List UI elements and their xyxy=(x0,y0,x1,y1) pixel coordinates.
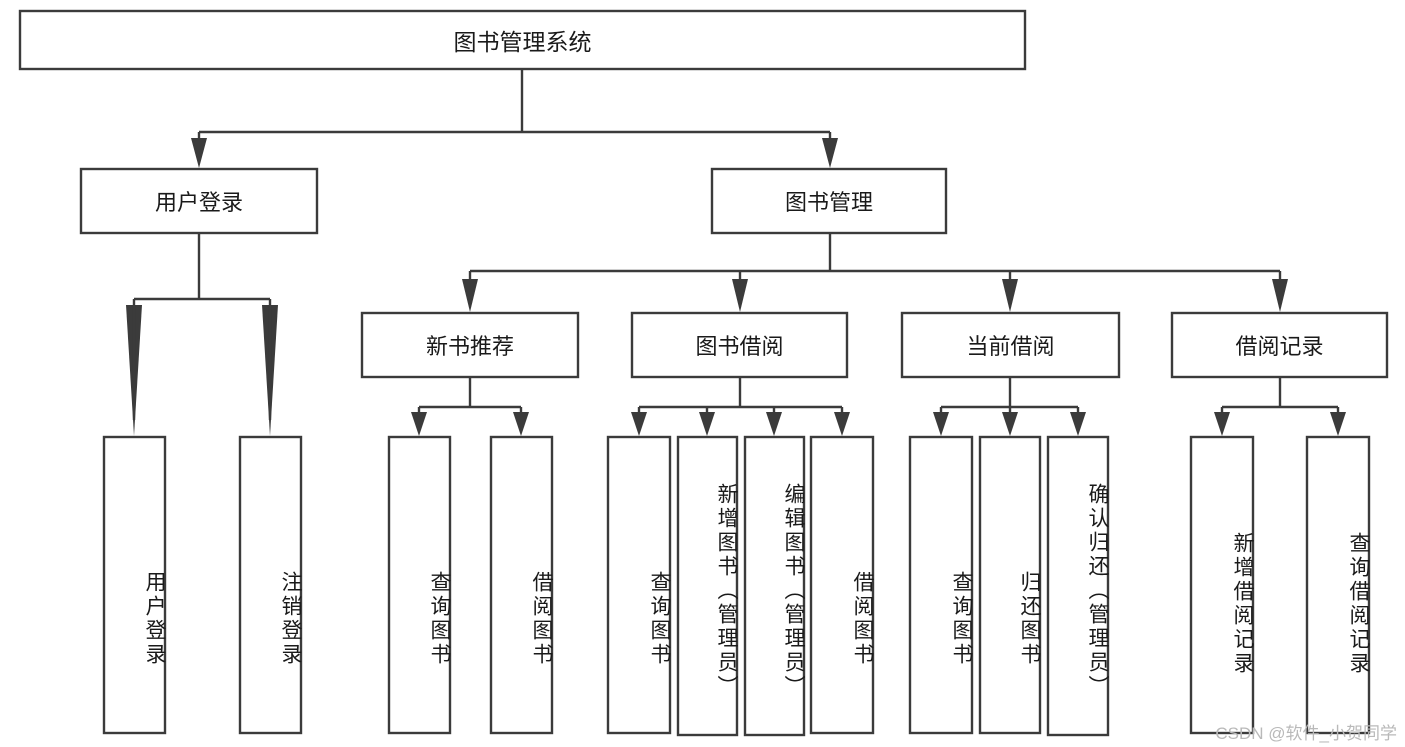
arrowhead-leaf-cb-0 xyxy=(933,412,949,436)
node-box-user-login[interactable] xyxy=(79,167,319,235)
arrowhead-leaf-bb-2 xyxy=(766,412,782,436)
node-box-leaf-borrowrecord-1[interactable] xyxy=(1305,435,1371,735)
arrowhead-leaf-newbook-1 xyxy=(513,412,529,436)
node-box-leaf-borrowrecord-0[interactable] xyxy=(1189,435,1255,735)
node-box-book-borrow[interactable] xyxy=(630,311,849,379)
arrowhead-leaf-cb-1 xyxy=(1002,412,1018,436)
arrowhead-to-book-manage xyxy=(822,138,838,168)
connector-group-user-login xyxy=(126,233,278,436)
node-box-leaf-currentborrow-0[interactable] xyxy=(908,435,974,735)
connector-group-current-borrow xyxy=(933,377,1086,436)
arrowhead-leaf-br-0 xyxy=(1214,412,1230,436)
node-box-leaf-newbook-0[interactable] xyxy=(387,435,452,735)
node-label-book-manage: 图书管理 xyxy=(784,190,873,215)
node-box-current-borrow[interactable] xyxy=(900,311,1121,379)
node-label-book-borrow: 图书借阅 xyxy=(695,334,784,359)
node-box-root[interactable] xyxy=(18,9,1027,71)
arrowhead-to-book-borrow xyxy=(732,279,748,312)
arrowhead-leaf-br-1 xyxy=(1330,412,1346,436)
node-label-user-login: 用户登录 xyxy=(154,190,243,215)
node-box-leaf-newbook-1[interactable] xyxy=(489,435,554,735)
node-label-current-borrow: 当前借阅 xyxy=(966,334,1055,359)
node-box-leaf-currentborrow-2[interactable] xyxy=(1046,435,1110,737)
node-box-leaf-bookborrow-1[interactable] xyxy=(676,435,739,737)
node-box-leaf-bookborrow-3[interactable] xyxy=(809,435,875,735)
connector-group-new-book xyxy=(411,377,529,436)
arrowhead-to-user-login xyxy=(191,138,207,168)
node-label-new-book-recommend: 新书推荐 xyxy=(425,334,514,359)
node-box-leaf-userlogin-0[interactable] xyxy=(102,435,167,735)
node-box-new-book-recommend[interactable] xyxy=(360,311,580,379)
node-box-leaf-bookborrow-2[interactable] xyxy=(743,435,806,737)
node-box-book-manage[interactable] xyxy=(710,167,948,235)
arrowhead-to-borrow-record xyxy=(1272,279,1288,312)
arrowhead-leaf-newbook-0 xyxy=(411,412,427,436)
connector-group-book-borrow xyxy=(631,377,850,436)
node-box-borrow-record[interactable] xyxy=(1170,311,1389,379)
node-label-root: 图书管理系统 xyxy=(453,29,592,55)
node-box-leaf-bookborrow-0[interactable] xyxy=(606,435,672,735)
arrowhead-leaf-cb-2 xyxy=(1070,412,1086,436)
connector-group-book-manage xyxy=(462,233,1288,312)
node-box-leaf-userlogin-1[interactable] xyxy=(238,435,303,735)
connector-group-root xyxy=(191,69,838,168)
arrowhead-to-new-book xyxy=(462,279,478,312)
arrowhead-leaf-bb-0 xyxy=(631,412,647,436)
node-label-borrow-record: 借阅记录 xyxy=(1235,334,1324,359)
csdn-watermark: CSDN @软件_小贺同学 xyxy=(1215,724,1397,743)
arrowhead-leaf-bb-1 xyxy=(699,412,715,436)
arrowhead-leaf-bb-3 xyxy=(834,412,850,436)
node-box-leaf-currentborrow-1[interactable] xyxy=(978,435,1042,735)
arrowhead-to-current-borrow xyxy=(1002,279,1018,312)
connector-group-borrow-record xyxy=(1214,377,1346,436)
